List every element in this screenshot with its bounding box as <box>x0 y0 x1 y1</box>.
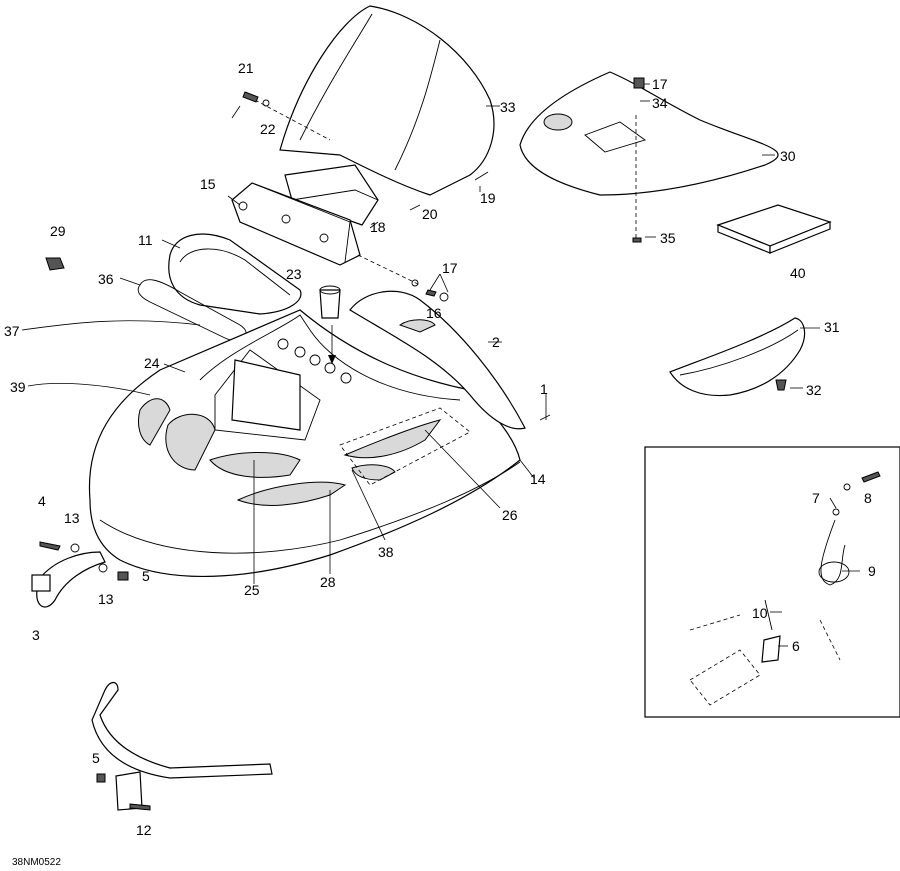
callout-2: 2 <box>492 334 500 350</box>
callout-1: 1 <box>540 381 548 397</box>
callout-29: 29 <box>50 223 66 239</box>
deflector <box>669 317 806 397</box>
callout-32: 32 <box>806 382 822 398</box>
hood-latch <box>31 551 106 608</box>
callout-16: 16 <box>426 305 442 321</box>
detail-inset <box>644 446 900 718</box>
callout-12: 12 <box>136 822 152 838</box>
tube-23 <box>319 285 341 364</box>
callout-14: 14 <box>530 471 546 487</box>
callout-28: 28 <box>320 574 336 590</box>
callout-11: 11 <box>138 232 153 248</box>
callout-5: 5 <box>142 568 150 584</box>
callout-31: 31 <box>824 319 840 335</box>
leader-lines <box>21 83 860 647</box>
callout-30: 30 <box>780 148 796 164</box>
side-air-intake <box>349 290 526 430</box>
callout-13b: 13 <box>98 591 114 607</box>
callout-39: 39 <box>10 379 26 395</box>
callout-25: 25 <box>244 582 260 598</box>
callout-8: 8 <box>864 490 872 506</box>
windshield <box>254 5 495 196</box>
front-bumper <box>91 681 273 811</box>
callout-6: 6 <box>792 638 800 654</box>
callout-37: 37 <box>4 323 20 339</box>
callout-21: 21 <box>238 60 254 76</box>
callout-15: 15 <box>200 176 216 192</box>
callout-19: 19 <box>480 190 496 206</box>
callout-38: 38 <box>378 544 394 560</box>
callout-17b: 17 <box>442 260 458 276</box>
seat-cushion <box>168 233 302 315</box>
callout-20: 20 <box>422 206 438 222</box>
callout-3: 3 <box>32 627 40 643</box>
callout-22: 22 <box>260 121 276 137</box>
callout-18: 18 <box>370 219 386 235</box>
callout-labels: 1 2 3 4 5 5 6 7 8 9 10 11 12 13 13 14 15… <box>4 60 876 868</box>
callout-10: 10 <box>752 605 768 621</box>
gauge-pod <box>284 164 379 226</box>
fasteners <box>39 77 881 811</box>
callout-9: 9 <box>868 563 876 579</box>
callout-23: 23 <box>286 266 302 282</box>
callout-5b: 5 <box>92 750 100 766</box>
callout-40: 40 <box>790 265 806 281</box>
belly-pan <box>519 71 779 238</box>
callout-7: 7 <box>812 490 820 506</box>
diagram-code: 38NM0522 <box>12 857 61 868</box>
foam-pad <box>716 204 832 254</box>
callout-34: 34 <box>652 95 668 111</box>
callout-36: 36 <box>98 271 114 287</box>
callout-17: 17 <box>652 76 668 92</box>
callout-24: 24 <box>144 355 160 371</box>
callout-33: 33 <box>500 99 516 115</box>
callout-13: 13 <box>64 510 80 526</box>
callout-26: 26 <box>502 507 518 523</box>
callout-4: 4 <box>38 493 46 509</box>
callout-35: 35 <box>660 230 676 246</box>
console-panel <box>231 182 421 286</box>
